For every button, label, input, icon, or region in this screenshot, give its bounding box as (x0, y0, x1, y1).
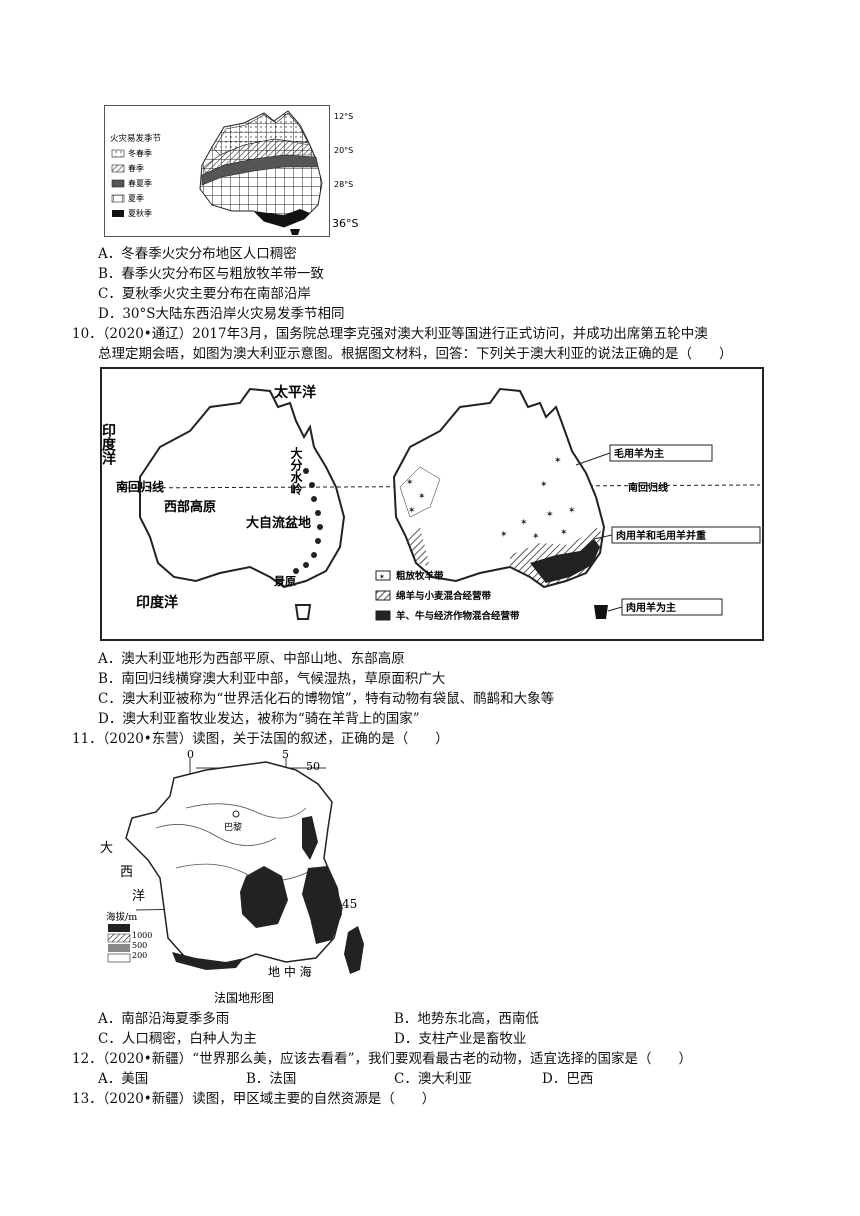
label-dual-sheep: 肉用羊和毛用羊并重 (616, 529, 706, 542)
legend-label: 夏季 (128, 193, 144, 203)
q12-stem: 12．（2020•新疆）“世界那么美，应该去看看”，我们要观看最古老的动物，适宜… (72, 1051, 693, 1067)
q12-option-c[interactable]: C．澳大利亚 (394, 1071, 472, 1087)
q9-option-b[interactable]: B．春季火灾分布区与粗放牧羊带一致 (98, 266, 324, 282)
legend-title: 火灾易发季节 (110, 133, 162, 144)
legend-swatch (375, 610, 391, 621)
q10-option-d[interactable]: D．澳大利亚畜牧业发达，被称为“骑在羊背上的国家” (98, 711, 420, 727)
svg-text:✶: ✶ (500, 530, 508, 540)
svg-text:✶: ✶ (418, 492, 426, 502)
legend-label: 春季 (128, 163, 144, 173)
q11-option-c[interactable]: C．人口稠密，白种人为主 (98, 1031, 257, 1047)
q11-option-d[interactable]: D．支柱产业是畜牧业 (394, 1031, 527, 1047)
elevation-label: 1000 (132, 931, 152, 940)
q10-stem-line1: 10．（2020•通辽）2017年3月，国务院总理李克强对澳大利亚等国进行正式访… (72, 326, 708, 342)
svg-text:✶: ✶ (554, 456, 562, 466)
label-paris: 巴黎 (224, 821, 242, 833)
fire-season-map-svg: 火灾易发季节 冬春季 春季 春夏季 夏季 夏秋季 12°S 20°S 28°S … (104, 105, 358, 237)
lat-label-50: 50 (306, 760, 320, 773)
legend-label: 粗放牧羊带 (396, 570, 444, 582)
tropic-line (119, 484, 761, 489)
legend-swatch (111, 194, 125, 203)
label-bush: 景原 (273, 575, 296, 588)
legend-swatch (111, 164, 125, 173)
label-indian-ocean-top: 印度洋 (100, 422, 116, 466)
svg-text:✶: ✶ (520, 518, 528, 528)
q10-option-c[interactable]: C．澳大利亚被称为“世界活化石的博物馆”，特有动物有袋鼠、鸸鹋和大象等 (98, 691, 555, 707)
legend-label: 绵羊与小麦混合经营带 (396, 590, 492, 602)
legend-label: 春夏季 (128, 178, 152, 188)
label-indian-ocean-bottom: 印度洋 (136, 594, 178, 611)
svg-text:✶: ✶ (546, 510, 554, 520)
svg-text:✶: ✶ (379, 573, 385, 581)
france-terrain-svg: 0 5 50 45 巴黎 大 西 洋 海拔/m 1000 (100, 748, 364, 1005)
france-terrain-map: 0 5 50 45 巴黎 大 西 洋 海拔/m 1000 (96, 748, 386, 1008)
label-tropic-left: 南回归线 (116, 479, 164, 494)
label-atlantic-3: 洋 (132, 889, 145, 904)
q11-option-b[interactable]: B．地势东北高，西南低 (394, 1011, 539, 1027)
svg-text:✶: ✶ (408, 506, 416, 516)
q10-stem-line2: 总理定期会晤，如图为澳大利亚示意图。根据图文材料，回答：下列关于澳大利亚的说法正… (98, 346, 733, 362)
q11-option-a[interactable]: A．南部沿海夏季多雨 (98, 1011, 230, 1027)
legend-label: 冬春季 (128, 148, 152, 158)
elevation-label: 500 (132, 941, 147, 950)
q13-stem: 13．（2020•新疆）读图，甲区域主要的自然资源是（ ） (72, 1091, 436, 1107)
legend-swatch (111, 149, 125, 158)
legend-swatch (111, 179, 125, 188)
svg-text:✶: ✶ (560, 528, 568, 538)
label-atlantic-2: 西 (120, 865, 133, 880)
figure-caption: 法国地形图 (214, 991, 274, 1005)
lat-label: 20°S (334, 146, 353, 155)
svg-text:✶: ✶ (532, 532, 540, 542)
q9-option-a[interactable]: A．冬春季火灾分布地区人口稠密 (98, 246, 297, 262)
fire-season-map: 火灾易发季节 冬春季 春季 春夏季 夏季 夏秋季 12°S 20°S 28°S … (104, 105, 360, 237)
q10-option-a[interactable]: A．澳大利亚地形为西部平原、中部山地、东部高原 (98, 651, 405, 667)
q12-option-b[interactable]: B．法国 (246, 1071, 297, 1087)
label-wool-sheep: 毛用羊为主 (614, 447, 664, 460)
label-mediterranean: 地 中 海 (268, 964, 312, 979)
legend-swatch (112, 210, 124, 217)
q9-option-c[interactable]: C．夏秋季火灾主要分布在南部沿岸 (98, 286, 311, 302)
label-atlantic-1: 大 (100, 841, 113, 856)
label-pacific: 太平洋 (274, 384, 316, 401)
label-meat-sheep: 肉用羊为主 (626, 601, 676, 614)
svg-text:✶: ✶ (568, 506, 576, 516)
label-tropic-right: 南回归线 (628, 481, 668, 494)
lat-label-45: 45 (342, 897, 357, 911)
q11-stem: 11．（2020•东营）读图，关于法国的叙述，正确的是（ ） (72, 731, 449, 747)
label-artesian-basin: 大自流盆地 (246, 515, 311, 531)
elevation-swatch (107, 953, 131, 963)
australia-maps-svg: 太平洋 印度洋 南回归线 西部高原 大分水岭 大自流盆地 景原 印度洋 ✶✶✶ … (100, 367, 764, 641)
legend-swatch (375, 590, 391, 601)
lon-label-0: 0 (187, 748, 194, 761)
q12-option-a[interactable]: A．美国 (98, 1071, 149, 1087)
lat-label: 36°S (332, 217, 358, 230)
svg-text:✶: ✶ (406, 478, 414, 488)
q10-option-b[interactable]: B．南回归线横穿澳大利亚中部，气候湿热，草原面积广大 (98, 671, 446, 687)
australia-maps: 太平洋 印度洋 南回归线 西部高原 大分水岭 大自流盆地 景原 印度洋 ✶✶✶ … (100, 367, 764, 643)
elevation-swatch (107, 933, 131, 943)
elevation-label: 200 (132, 951, 147, 960)
label-great-dividing-range: 大分水岭 (289, 446, 303, 496)
elevation-legend-title: 海拔/m (106, 911, 137, 923)
lon-label-5: 5 (282, 748, 289, 761)
legend-label: 夏秋季 (128, 208, 152, 218)
label-western-plateau: 西部高原 (164, 499, 216, 515)
lat-label: 12°S (334, 112, 353, 121)
legend-swatch (375, 570, 391, 581)
svg-text:✶: ✶ (540, 480, 548, 490)
lat-label: 28°S (334, 180, 353, 189)
legend-label: 羊、牛与经济作物混合经营带 (396, 610, 520, 622)
q9-option-d[interactable]: D．30°S大陆东西沿岸火灾易发季节相同 (98, 306, 345, 322)
q12-option-d[interactable]: D．巴西 (542, 1071, 594, 1087)
elevation-swatch (108, 944, 130, 952)
elevation-swatch (108, 924, 130, 932)
